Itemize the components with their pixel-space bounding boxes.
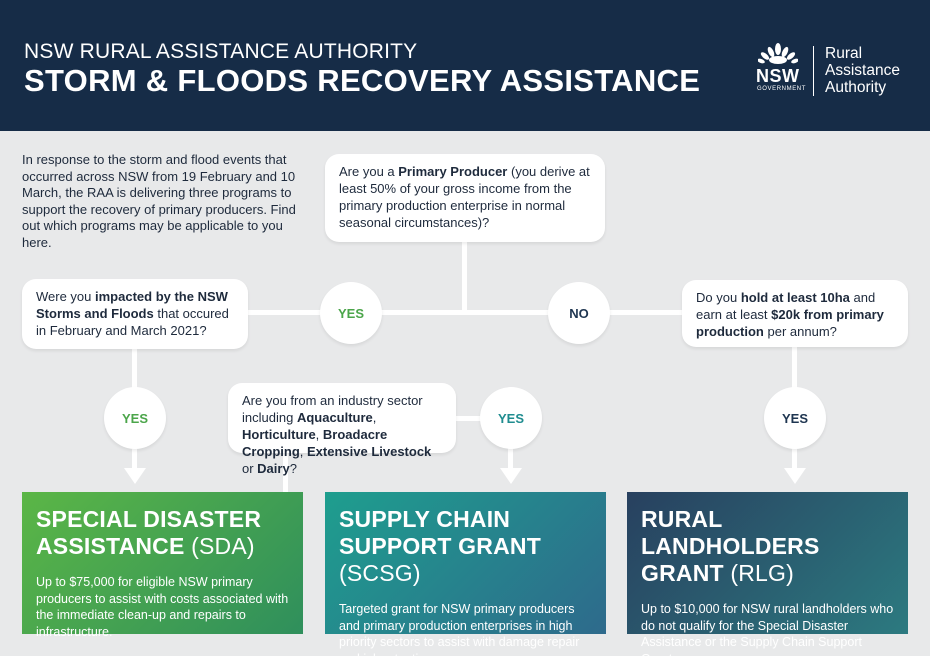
- question-impacted-pre: Were you: [36, 289, 96, 304]
- result-rlg-title: RURAL LANDHOLDERS GRANT (RLG): [641, 506, 894, 587]
- header-title: STORM & FLOODS RECOVERY ASSISTANCE: [24, 63, 701, 98]
- yes-circle-sda: YES: [104, 387, 166, 449]
- no-circle-primary-producer: NO: [548, 282, 610, 344]
- yes-circle-impacted: YES: [320, 282, 382, 344]
- question-industry-sep-1: ,: [372, 410, 377, 425]
- question-industry-sep-4: or: [242, 461, 258, 476]
- connector-industry-left: [283, 453, 288, 493]
- question-primary-producer-bold: Primary Producer: [398, 164, 508, 179]
- logo-raa-line-1: Rural: [825, 45, 863, 62]
- question-landholder-bold-2: $20k from primary production: [696, 307, 884, 339]
- question-landholder: Do you hold at least 10ha and earn at le…: [682, 280, 908, 347]
- question-impacted-post: that occured in February and March 2021?: [36, 306, 229, 338]
- logo-raa-text: Rural Assistance Authority: [825, 45, 900, 96]
- logo-nsw-text: NSW: [756, 66, 800, 86]
- header-banner: NSW RURAL ASSISTANCE AUTHORITY STORM & F…: [0, 0, 930, 131]
- yes-circle-rlg: YES: [764, 387, 826, 449]
- result-scsg-description: Targeted grant for NSW primary producers…: [339, 602, 580, 656]
- logo-raa-line-3: Authority: [825, 79, 887, 96]
- question-industry-bold-1: Aquaculture: [296, 410, 373, 425]
- result-scsg-title-text: SUPPLY CHAIN SUPPORT GRANT: [339, 506, 541, 559]
- intro-text: In response to the storm and flood event…: [22, 152, 296, 250]
- question-industry-post: ?: [289, 461, 297, 476]
- yes-circle-scsg: YES: [480, 387, 542, 449]
- question-impacted: Were you impacted by the NSW Storms and …: [22, 279, 248, 349]
- logo-raa-line-2: Assistance: [825, 62, 900, 79]
- question-industry-bold-2: Horticulture: [242, 427, 316, 442]
- question-industry-bold-5: Dairy: [257, 461, 290, 476]
- question-landholder-mid: and earn at least: [696, 290, 876, 322]
- result-rlg-abbr: (RLG): [730, 560, 794, 586]
- result-sda-description: Up to $75,000 for eligible NSW primary p…: [36, 575, 289, 639]
- connector-top-vertical: [462, 238, 467, 315]
- logo-government-text: GOVERNMENT: [757, 86, 807, 92]
- header-subtitle: NSW RURAL ASSISTANCE AUTHORITY: [24, 40, 418, 63]
- result-scsg: SUPPLY CHAIN SUPPORT GRANT (SCSG) Target…: [325, 492, 606, 656]
- result-rlg-description: Up to $10,000 for NSW rural landholders …: [641, 602, 894, 656]
- waratah-icon: [758, 43, 798, 64]
- connector-horizontal-main: [246, 310, 686, 315]
- connector-industry-right: [448, 416, 510, 421]
- question-landholder-bold-1: hold at least 10ha: [740, 290, 850, 305]
- question-primary-producer: Are you a Primary Producer (you derive a…: [325, 154, 605, 242]
- result-sda: SPECIAL DISASTER ASSISTANCE (SDA) Up to …: [22, 492, 303, 639]
- nsw-raa-logo: NSW GOVERNMENT Rural Assistance Authorit…: [752, 42, 912, 98]
- result-sda-abbr: (SDA): [191, 533, 255, 559]
- question-industry-pre: Are you from an industry sector includin…: [242, 393, 423, 425]
- result-sda-title: SPECIAL DISASTER ASSISTANCE (SDA): [36, 506, 289, 560]
- question-primary-producer-post: (you derive at least 50% of your gross i…: [339, 164, 590, 230]
- result-scsg-title: SUPPLY CHAIN SUPPORT GRANT (SCSG): [339, 506, 592, 587]
- question-impacted-bold: impacted by the NSW Storms and Floods: [36, 289, 228, 321]
- arrow-to-sda: [124, 468, 146, 484]
- question-industry-sep-3: ,: [299, 444, 307, 459]
- question-landholder-pre: Do you: [696, 290, 741, 305]
- question-landholder-post: per annum?: [763, 324, 837, 339]
- logo-divider: [813, 46, 814, 96]
- result-scsg-abbr: (SCSG): [339, 560, 421, 586]
- result-rlg-title-text: RURAL LANDHOLDERS GRANT: [641, 506, 820, 586]
- arrow-to-scsg: [500, 468, 522, 484]
- question-industry: Are you from an industry sector includin…: [228, 383, 456, 476]
- result-sda-title-text: SPECIAL DISASTER ASSISTANCE: [36, 506, 262, 559]
- arrow-to-rlg: [784, 468, 806, 484]
- question-industry-sep-2: ,: [315, 427, 323, 442]
- question-industry-bold-4: Extensive Livestock: [307, 444, 432, 459]
- result-rlg: RURAL LANDHOLDERS GRANT (RLG) Up to $10,…: [627, 492, 908, 656]
- question-industry-bold-3: Broadacre Cropping: [242, 427, 388, 459]
- question-primary-producer-pre: Are you a: [339, 164, 399, 179]
